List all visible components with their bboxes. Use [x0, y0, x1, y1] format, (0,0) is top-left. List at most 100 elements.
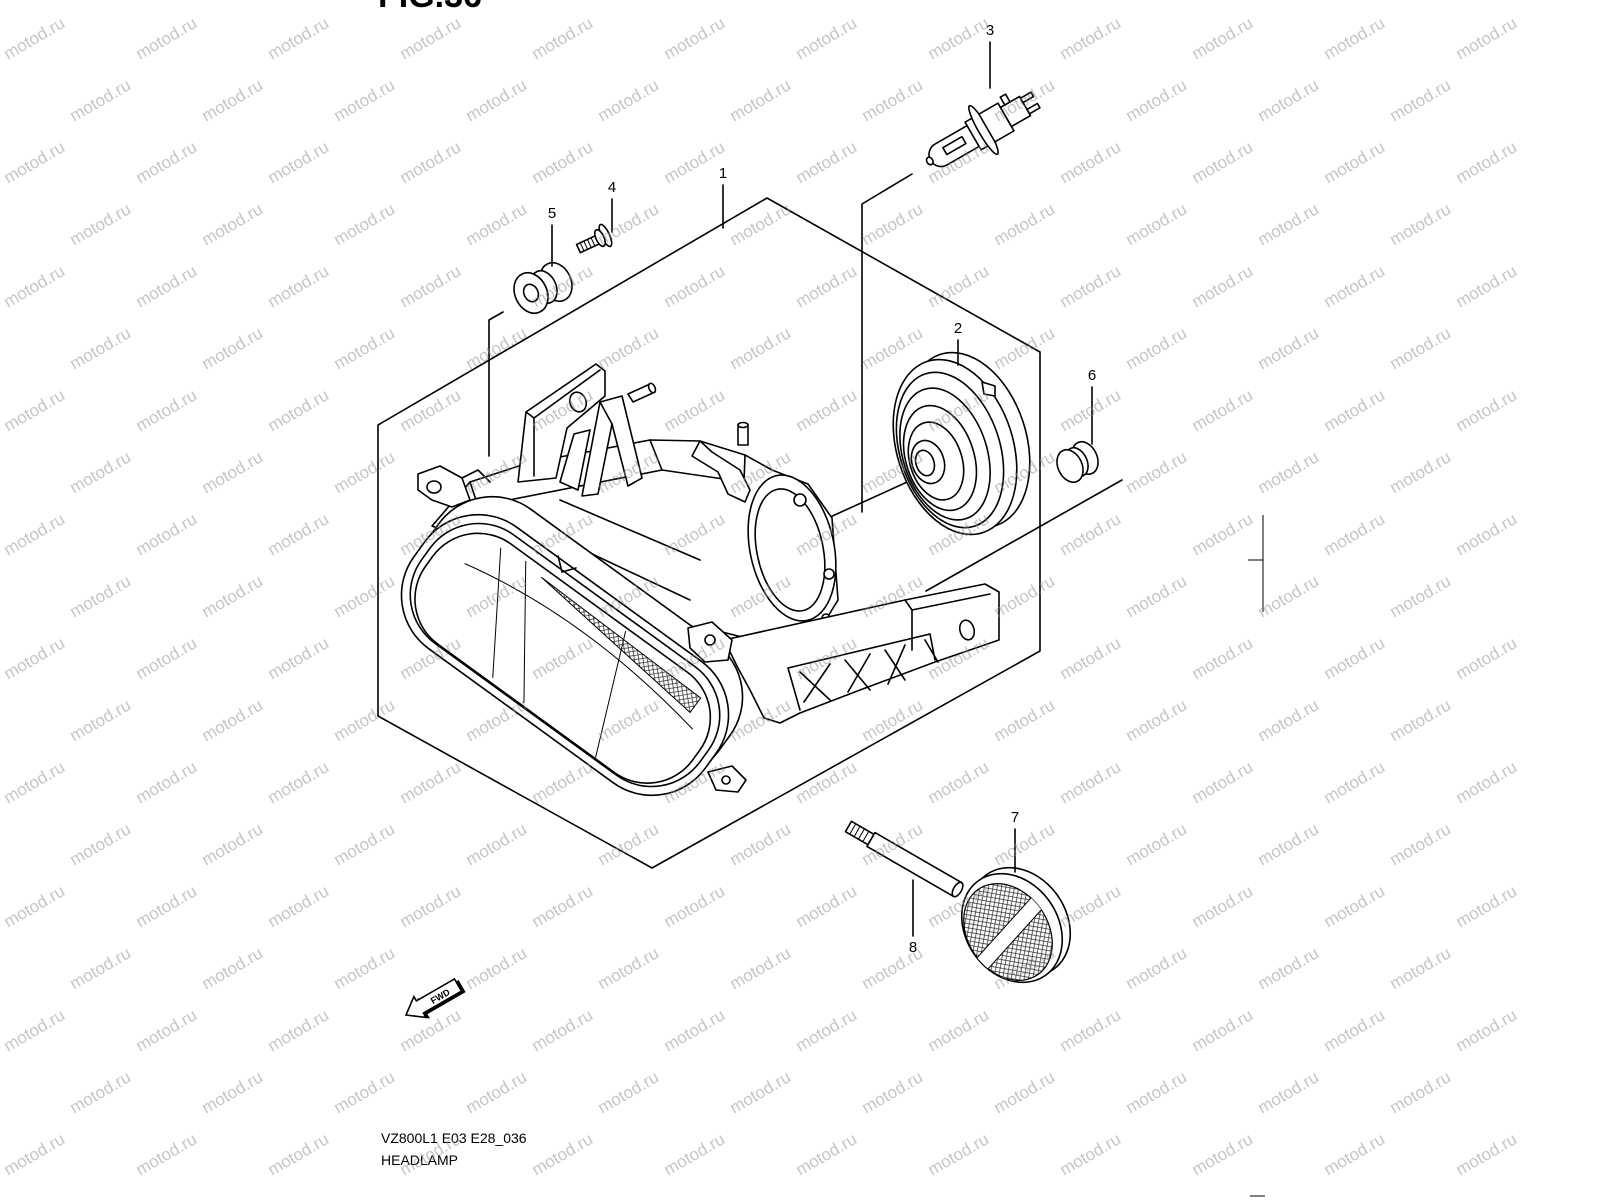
watermark-text: motod.ru	[1057, 757, 1125, 807]
watermark-text: motod.ru	[1189, 881, 1257, 931]
watermark-text: motod.ru	[1321, 1005, 1389, 1055]
watermark-text: motod.ru	[793, 881, 861, 931]
watermark-text: motod.ru	[1057, 633, 1125, 683]
watermark-text: motod.ru	[793, 137, 861, 187]
watermark-text: motod.ru	[991, 695, 1059, 745]
watermark-text: motod.ru	[925, 261, 993, 311]
watermark-text: motod.ru	[1057, 385, 1125, 435]
watermark-text: motod.ru	[1453, 261, 1521, 311]
watermark-text: motod.ru	[1387, 943, 1455, 993]
watermark-text: motod.ru	[463, 1067, 531, 1117]
watermark-text: motod.ru	[265, 137, 333, 187]
headlamp-back-cover	[747, 474, 837, 622]
headlamp-lens	[414, 532, 712, 784]
watermark-text: motod.ru	[1453, 137, 1521, 187]
watermark-text: motod.ru	[1321, 1129, 1389, 1179]
watermark-text: motod.ru	[529, 757, 597, 807]
watermark-text: motod.ru	[925, 757, 993, 807]
callout-8-number: 8	[909, 939, 917, 956]
watermark-text: motod.ru	[331, 323, 399, 373]
watermark-text: motod.ru	[793, 1129, 861, 1179]
watermark-text: motod.ru	[1, 881, 69, 931]
watermark-text: motod.ru	[595, 75, 663, 125]
watermark-text: motod.ru	[1255, 199, 1323, 249]
part-3-bulb	[925, 91, 1041, 168]
watermark-text: motod.ru	[199, 75, 267, 125]
callout-7-number: 7	[1011, 809, 1019, 826]
watermark-text: motod.ru	[1189, 261, 1257, 311]
watermark-text: motod.ru	[1387, 819, 1455, 869]
watermark-text: motod.ru	[1, 633, 69, 683]
callout-6: 6	[1088, 367, 1096, 445]
watermark-text: motod.ru	[1255, 447, 1323, 497]
part-4-screw	[575, 223, 613, 254]
watermark-text: motod.ru	[1453, 13, 1521, 63]
watermark-text: motod.ru	[595, 819, 663, 869]
watermark-text: motod.ru	[1189, 13, 1257, 63]
watermark-text: motod.ru	[1453, 881, 1521, 931]
watermark-text: motod.ru	[1387, 447, 1455, 497]
watermark-text: motod.ru	[1123, 695, 1191, 745]
watermark-text: motod.ru	[331, 695, 399, 745]
watermark-text: motod.ru	[793, 757, 861, 807]
watermark-text: motod.ru	[793, 261, 861, 311]
watermark-text: motod.ru	[661, 1129, 729, 1179]
watermark-text: motod.ru	[1057, 1129, 1125, 1179]
watermark-text: motod.ru	[199, 1067, 267, 1117]
watermark-text: motod.ru	[1321, 509, 1389, 559]
part-7-reflector	[960, 866, 1072, 984]
watermark-text: motod.ru	[1255, 695, 1323, 745]
watermark-text: motod.ru	[331, 75, 399, 125]
watermark-text: motod.ru	[265, 13, 333, 63]
watermark-text: motod.ru	[331, 819, 399, 869]
watermark-text: motod.ru	[991, 1067, 1059, 1117]
watermark-text: motod.ru	[1189, 1005, 1257, 1055]
forward-arrow-icon: FWD	[404, 977, 466, 1019]
watermark-text: motod.ru	[463, 819, 531, 869]
watermark-text: motod.ru	[199, 199, 267, 249]
watermark-text: motod.ru	[463, 75, 531, 125]
watermark-text: motod.ru	[925, 13, 993, 63]
watermark-text: motod.ru	[1453, 509, 1521, 559]
watermark-text: motod.ru	[1, 1129, 69, 1179]
watermark-text: motod.ru	[793, 1005, 861, 1055]
watermark-text: motod.ru	[1255, 75, 1323, 125]
margin-marks	[1248, 515, 1265, 1197]
watermark-text: motod.ru	[991, 571, 1059, 621]
watermark-text: motod.ru	[67, 199, 135, 249]
watermark-text: motod.ru	[1255, 571, 1323, 621]
watermark-text: motod.ru	[133, 1005, 201, 1055]
watermark-text: motod.ru	[199, 943, 267, 993]
watermark-text: motod.ru	[793, 385, 861, 435]
watermark-text: motod.ru	[265, 385, 333, 435]
watermark-text: motod.ru	[1057, 1005, 1125, 1055]
watermark-text: motod.ru	[991, 819, 1059, 869]
watermark-text: motod.ru	[1255, 819, 1323, 869]
watermark-text: motod.ru	[397, 385, 465, 435]
watermark-text: motod.ru	[1189, 509, 1257, 559]
assembly-boundary-box	[377, 197, 1041, 869]
watermark-text: motod.ru	[727, 819, 795, 869]
part-5-assembly-leader	[488, 311, 504, 457]
watermark-text: motod.ru	[397, 261, 465, 311]
part-2-assembly-leader	[827, 477, 917, 519]
watermark-text: motod.ru	[1057, 137, 1125, 187]
part-2-socket-cover	[892, 351, 1031, 536]
callout-5-number: 5	[548, 205, 556, 222]
watermark-text: motod.ru	[1321, 261, 1389, 311]
watermark-text: motod.ru	[661, 385, 729, 435]
watermark-text: motod.ru	[199, 447, 267, 497]
watermark-text: motod.ru	[133, 633, 201, 683]
watermark-text: motod.ru	[199, 571, 267, 621]
callout-4: 4	[608, 179, 616, 233]
watermark-text: motod.ru	[133, 13, 201, 63]
watermark-text: motod.ru	[859, 199, 927, 249]
watermark-text: motod.ru	[1321, 385, 1389, 435]
watermark-text: motod.ru	[1387, 323, 1455, 373]
watermark-text: motod.ru	[1189, 385, 1257, 435]
watermark-text: motod.ru	[529, 1129, 597, 1179]
watermark-text: motod.ru	[1, 509, 69, 559]
part-8-stud	[844, 820, 964, 898]
